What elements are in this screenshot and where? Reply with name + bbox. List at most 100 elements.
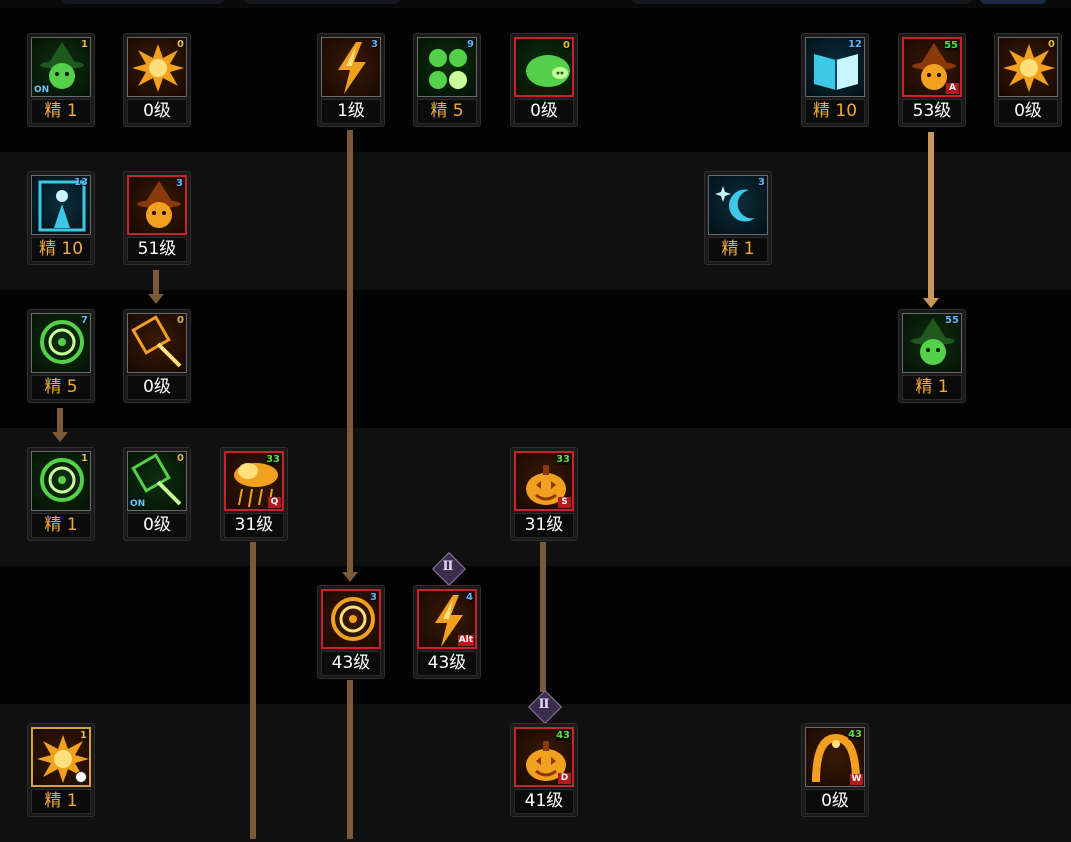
prerequisite-line	[57, 408, 63, 432]
prerequisite-arrow-head	[52, 432, 68, 442]
moon-sparkle-icon[interactable]: 3	[708, 175, 768, 235]
prerequisite-line	[347, 130, 353, 572]
search-button-strip[interactable]	[980, 0, 1046, 4]
lightning-fox-icon[interactable]: 3	[321, 37, 381, 97]
sun-flare-icon[interactable]: 1	[31, 727, 91, 787]
witch-head-icon[interactable]: 55	[902, 313, 962, 373]
skill-required-level-badge: 55	[944, 40, 958, 51]
big-swirl-icon[interactable]: 1	[31, 451, 91, 511]
skill-level-label: 精 5	[417, 99, 477, 124]
skill-required-level-badge: 0	[1048, 39, 1055, 50]
skill-level-label: 精 10	[31, 237, 91, 262]
skill-level-label: 0级	[805, 789, 865, 814]
skill-required-level-badge: 3	[371, 39, 378, 50]
passive-on-tag: ON	[130, 499, 146, 509]
spellbook-icon[interactable]: 12	[805, 37, 865, 97]
skill-hotkey-tag: W	[850, 774, 863, 785]
skill-required-level-badge: 3	[176, 178, 183, 189]
fist-burst-icon[interactable]: 0	[998, 37, 1058, 97]
cat-mask-cluster-icon[interactable]: 9	[417, 37, 477, 97]
prerequisite-line	[347, 680, 353, 839]
top-toolbar-strip	[0, 0, 1071, 8]
top-tab-pill[interactable]	[244, 0, 400, 4]
mirror-figure-icon[interactable]: 13	[31, 175, 91, 235]
skill-required-level-badge: 4	[466, 592, 473, 603]
lollipop-swirl-icon[interactable]: 7	[31, 313, 91, 373]
skill-slot[interactable]: 9 精 5	[413, 33, 481, 127]
skill-level-label: 0级	[127, 513, 187, 538]
skill-hotkey-tag: S	[558, 497, 571, 508]
skill-required-level-badge: 0	[177, 315, 184, 326]
skill-required-level-badge: 3	[370, 592, 377, 603]
row-edge-mark: )	[0, 214, 4, 228]
prerequisite-line	[250, 542, 256, 839]
skill-hotkey-tag: Alt	[457, 635, 474, 646]
skill-required-level-badge: 1	[80, 730, 87, 741]
skill-required-level-badge: 0	[177, 39, 184, 50]
skill-required-level-badge: 1	[81, 39, 88, 50]
row-edge-mark: )	[0, 490, 4, 504]
skill-level-label: 精 10	[805, 99, 865, 124]
prerequisite-arrow-head	[342, 572, 358, 582]
top-tab-pill[interactable]	[62, 0, 224, 4]
fire-burst-icon[interactable]: 0	[127, 37, 187, 97]
skill-level-label: 精 5	[31, 375, 91, 400]
skill-hotkey-tag: Q	[268, 497, 281, 508]
pig-snout-icon[interactable]: 0	[514, 37, 574, 97]
skill-level-label: 41级	[514, 789, 574, 814]
skill-required-level-badge: 33	[556, 454, 570, 465]
prerequisite-arrow-head	[923, 298, 939, 308]
skill-slot[interactable]: 0 0级	[994, 33, 1062, 127]
search-input-strip[interactable]	[632, 0, 972, 4]
skill-required-level-badge: 0	[177, 453, 184, 464]
prerequisite-line	[153, 270, 159, 294]
cauldron-witch-icon[interactable]: 3	[127, 175, 187, 235]
skill-required-level-badge: 3	[758, 177, 765, 188]
skill-level-label: 43级	[417, 651, 477, 676]
skill-level-label: 51级	[127, 237, 187, 262]
vortex-orb-icon[interactable]: 3	[321, 589, 381, 649]
prerequisite-line	[540, 542, 546, 692]
skill-level-label: 0级	[998, 99, 1058, 124]
prerequisite-arrow-head	[148, 294, 164, 304]
clock-icon	[75, 771, 87, 783]
skill-slot[interactable]: 0 0级	[123, 309, 191, 403]
skill-level-label: 0级	[127, 375, 187, 400]
swatter-icon[interactable]: 0	[127, 313, 187, 373]
skill-level-label: 31级	[224, 513, 284, 538]
skill-slot[interactable]: 3 51级	[123, 171, 191, 265]
skill-level-label: 精 1	[902, 375, 962, 400]
skill-required-level-badge: 9	[467, 39, 474, 50]
skill-required-level-badge: 43	[848, 729, 862, 740]
skill-level-label: 0级	[514, 99, 574, 124]
skill-hotkey-tag: A	[946, 83, 959, 94]
skill-required-level-badge: 33	[266, 454, 280, 465]
